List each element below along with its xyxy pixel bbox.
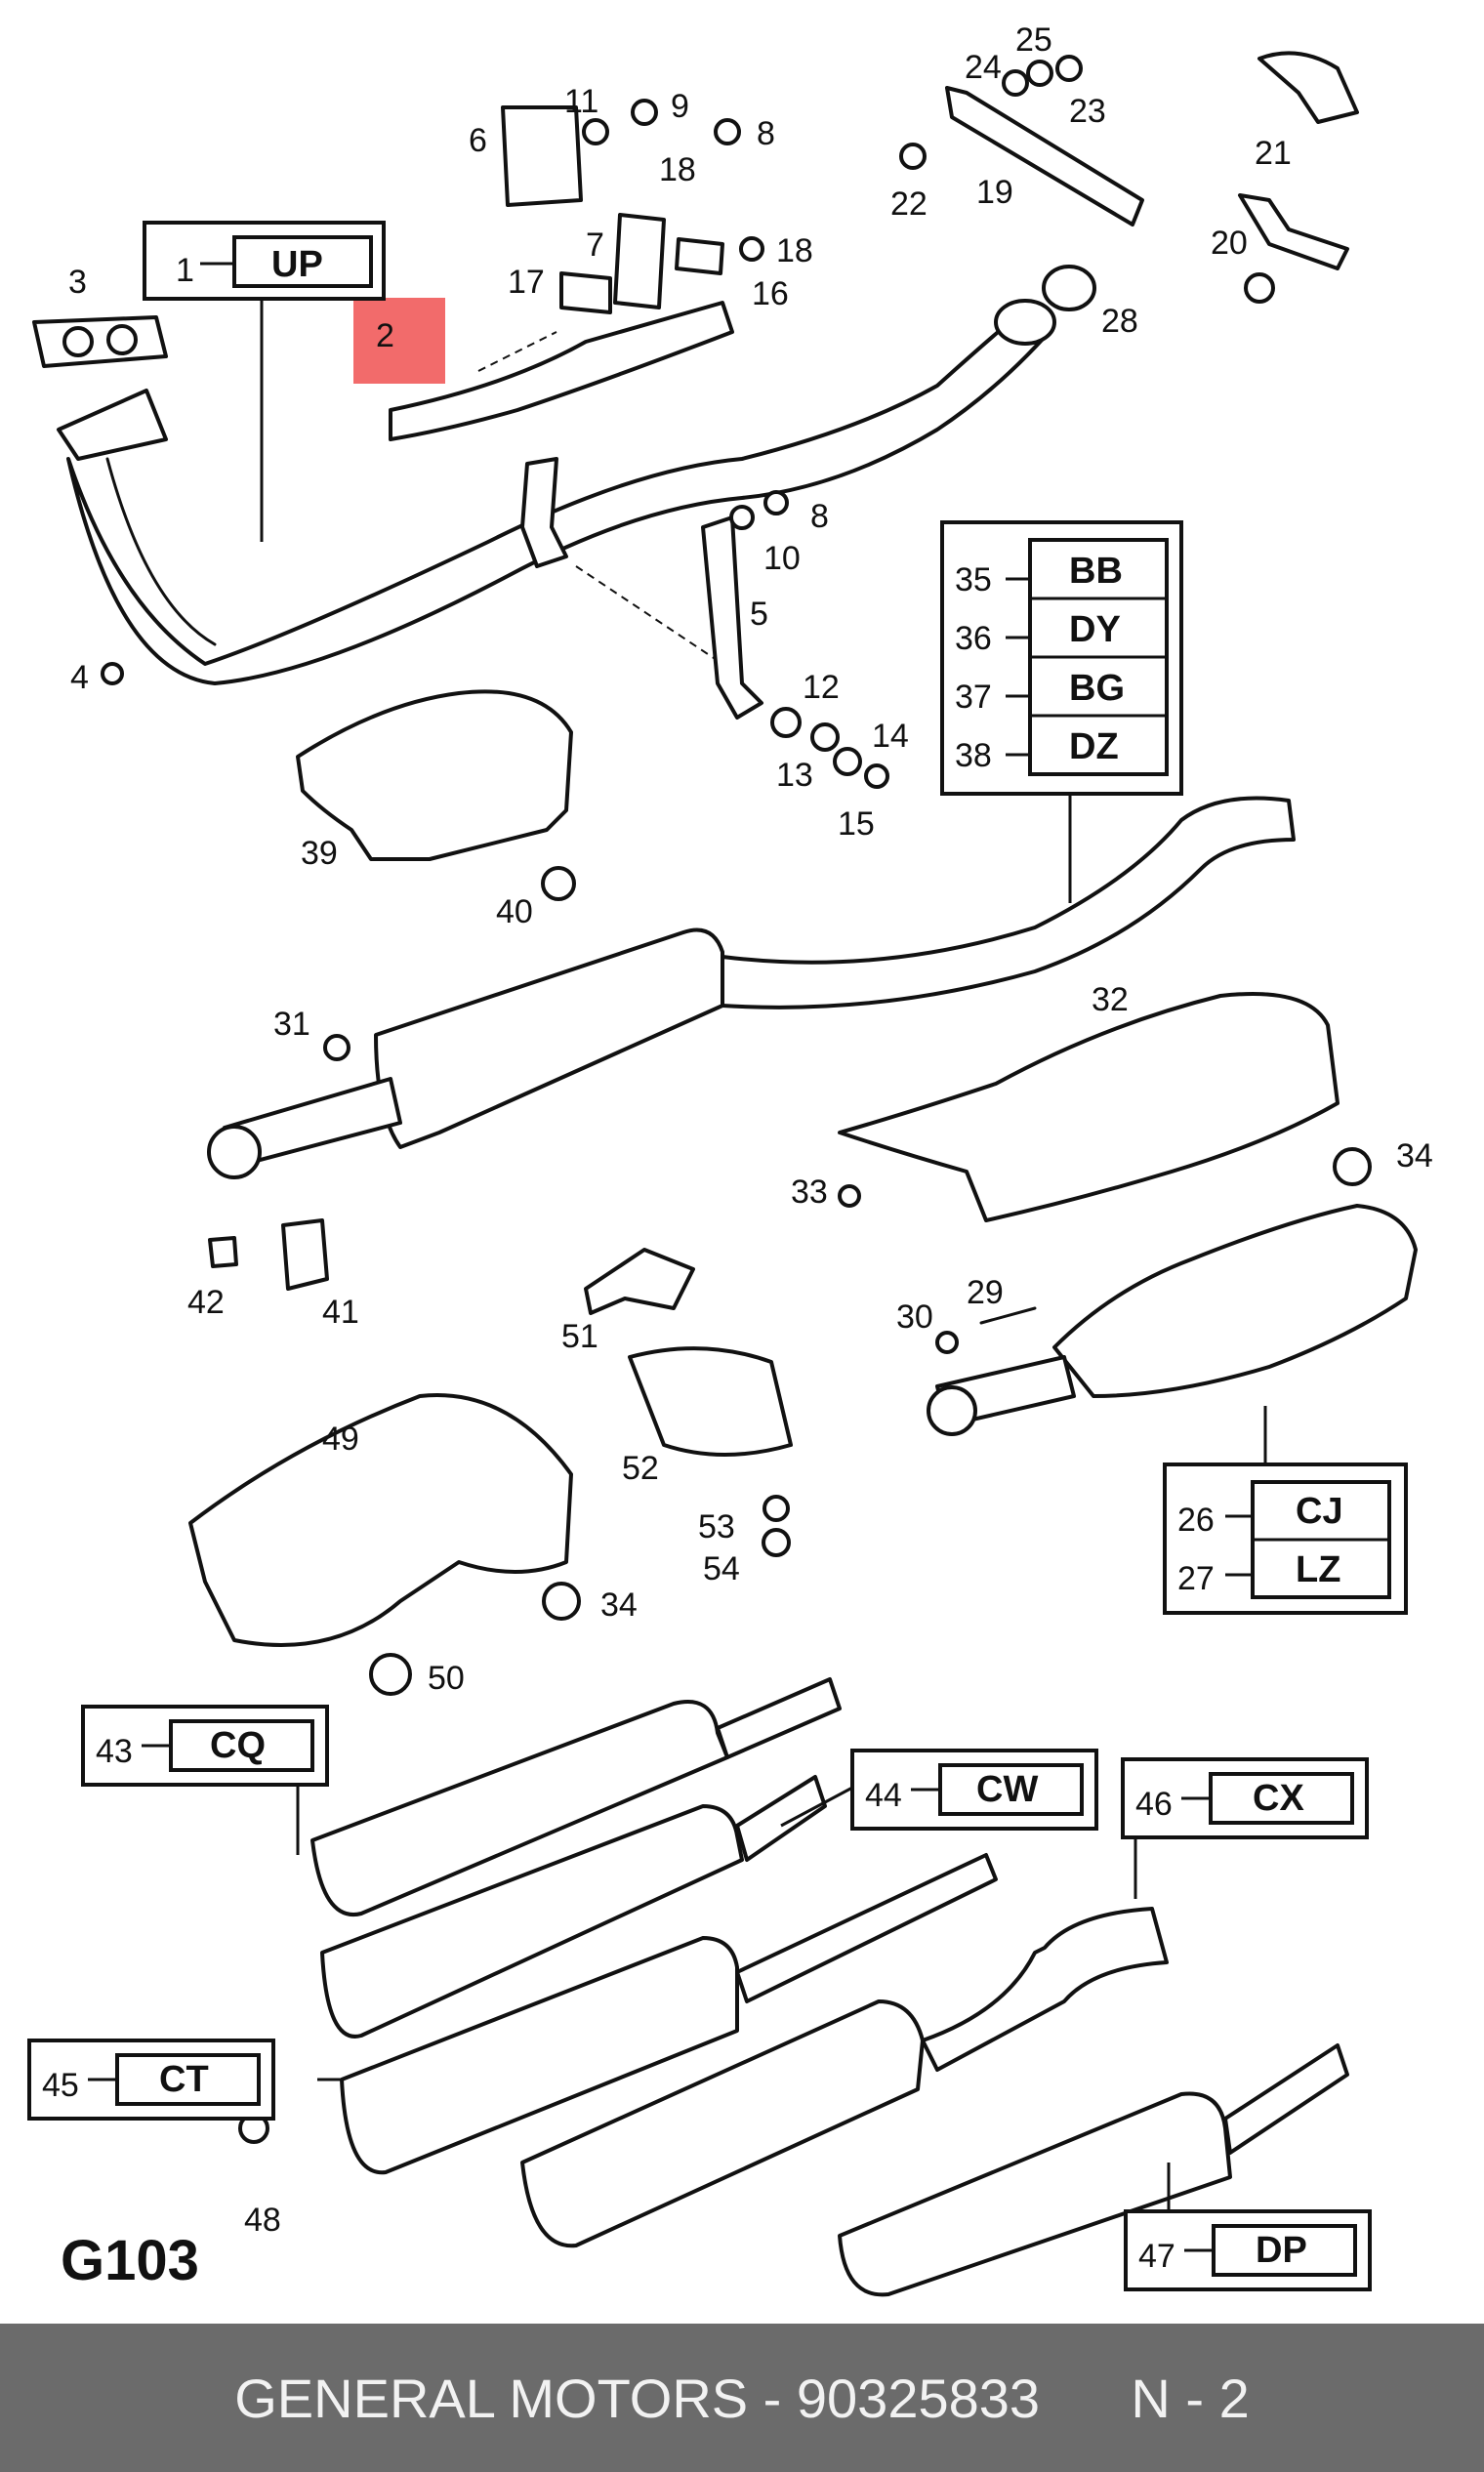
bracket-hardware [101, 51, 1359, 789]
label-17: 17 [508, 264, 545, 301]
label-21: 21 [1255, 135, 1292, 172]
label-32: 32 [1092, 981, 1129, 1018]
label-34b: 34 [600, 1586, 638, 1624]
label-2: 2 [376, 317, 394, 354]
callout-1: 1 UP [143, 221, 386, 301]
label-25: 25 [1015, 21, 1052, 59]
svg-text:CX: CX [1253, 1778, 1304, 1819]
label-31: 31 [273, 1006, 310, 1043]
svg-text:27: 27 [1177, 1560, 1215, 1597]
diagram-code: G103 [61, 2229, 199, 2292]
svg-text:LZ: LZ [1296, 1549, 1340, 1590]
svg-text:1: 1 [176, 252, 194, 289]
label-10: 10 [763, 540, 801, 577]
svg-text:43: 43 [96, 1733, 133, 1770]
svg-text:CJ: CJ [1296, 1491, 1343, 1532]
svg-text:CQ: CQ [210, 1725, 266, 1766]
callout-46: 46 CX [1121, 1757, 1369, 1839]
callout-26-27: 26 27 CJ LZ [1163, 1463, 1408, 1615]
label-4: 4 [70, 659, 89, 696]
callout-45: 45 CT [27, 2039, 275, 2121]
label-24: 24 [965, 49, 1002, 86]
callout-47: 47 DP [1124, 2209, 1372, 2291]
svg-text:CT: CT [159, 2059, 209, 2100]
svg-text:37: 37 [955, 679, 992, 716]
label-54: 54 [703, 1550, 740, 1587]
label-40: 40 [496, 893, 533, 930]
svg-text:BB: BB [1069, 551, 1123, 592]
label-11: 11 [564, 83, 598, 120]
svg-text:38: 38 [955, 737, 992, 774]
svg-text:BG: BG [1069, 668, 1125, 709]
footer-bar: GENERAL MOTORS - 90325833 N - 2 [0, 2324, 1484, 2472]
rear-mufflers [238, 1677, 1349, 2297]
label-7: 7 [586, 227, 604, 264]
label-18b: 18 [776, 232, 813, 269]
label-42: 42 [187, 1284, 225, 1321]
svg-text:44: 44 [865, 1777, 902, 1814]
svg-text:DY: DY [1069, 609, 1121, 650]
label-41: 41 [322, 1294, 359, 1331]
label-12: 12 [803, 669, 840, 706]
label-15: 15 [838, 805, 875, 843]
label-18a: 18 [659, 151, 696, 188]
callout-35-38: 35 36 37 38 BB DY BG DZ [940, 520, 1183, 796]
label-20: 20 [1211, 225, 1248, 262]
svg-text:DP: DP [1256, 2230, 1307, 2271]
label-28: 28 [1101, 303, 1138, 340]
gasket-3 [32, 315, 168, 368]
label-53: 53 [698, 1508, 735, 1545]
label-23: 23 [1069, 93, 1106, 130]
svg-text:UP: UP [271, 244, 323, 285]
callout-43: 43 CQ [81, 1705, 329, 1787]
label-39: 39 [301, 835, 338, 872]
label-5: 5 [750, 596, 768, 633]
svg-text:DZ: DZ [1069, 726, 1119, 767]
label-3: 3 [68, 264, 87, 301]
exhaust-parts-diagram: 2 3 4 5 6 7 8 8 9 10 11 12 13 14 15 16 1… [27, 21, 1433, 2297]
heat-shield-32 [838, 992, 1372, 1222]
label-22: 22 [890, 185, 928, 223]
hangers [188, 1218, 793, 1696]
svg-text:45: 45 [42, 2067, 79, 2104]
label-30: 30 [896, 1298, 933, 1336]
label-49: 49 [322, 1421, 359, 1458]
label-34a: 34 [1396, 1137, 1433, 1174]
label-16: 16 [752, 275, 789, 312]
heat-shield-39 [296, 689, 576, 901]
label-33: 33 [791, 1174, 828, 1211]
center-muffler [207, 796, 1296, 1179]
svg-text:CW: CW [976, 1769, 1038, 1810]
footer-text: GENERAL MOTORS - 90325833 N - 2 [234, 2367, 1250, 2429]
label-29: 29 [967, 1274, 1004, 1311]
label-9: 9 [671, 88, 689, 125]
label-50: 50 [428, 1660, 465, 1697]
label-52: 52 [622, 1450, 659, 1487]
highlight-marker [353, 298, 445, 384]
part-labels: 2 3 4 5 6 7 8 8 9 10 11 12 13 14 15 16 1… [68, 21, 1433, 2239]
front-pipe [57, 265, 1096, 685]
label-19: 19 [976, 174, 1013, 211]
callout-44: 44 CW [850, 1749, 1098, 1831]
label-8b: 8 [810, 498, 829, 535]
svg-text:47: 47 [1138, 2238, 1175, 2275]
label-6: 6 [469, 122, 487, 159]
label-8a: 8 [757, 115, 775, 152]
svg-text:46: 46 [1135, 1786, 1173, 1823]
svg-text:26: 26 [1177, 1502, 1215, 1539]
label-13: 13 [776, 757, 813, 794]
label-14: 14 [872, 718, 909, 755]
svg-text:36: 36 [955, 620, 992, 657]
svg-text:35: 35 [955, 561, 992, 598]
label-48: 48 [244, 2202, 281, 2239]
catalytic-converter [927, 1204, 1418, 1436]
label-51: 51 [561, 1318, 598, 1355]
